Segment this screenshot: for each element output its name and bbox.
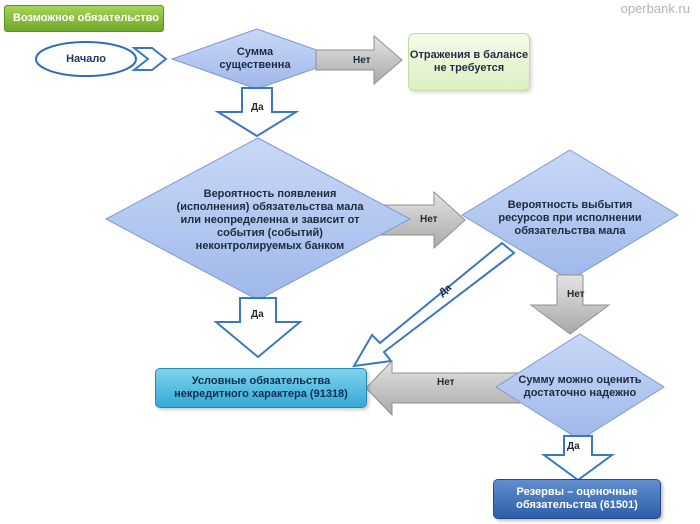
arrow-probability-yes — [213, 297, 303, 359]
contingent-liabilities-box: Условные обязательства некредитного хара… — [155, 368, 367, 408]
start-terminator — [35, 41, 137, 77]
label-yes-probability: Да — [251, 309, 264, 320]
diagram-title: Возможное обязательство — [4, 5, 164, 32]
reserves-box: Резервы – оценочные обязательства (61501… — [493, 479, 661, 519]
site-watermark: operbank.ru — [620, 1, 690, 16]
label-yes-material: Да — [251, 102, 264, 113]
arrow-outflow-no — [529, 274, 611, 335]
decision-material-text: Сумма существенна — [219, 46, 291, 71]
arrow-estimate-no — [365, 359, 521, 417]
label-no-estimate: Нет — [437, 377, 455, 388]
start-label: Начало — [66, 52, 106, 65]
arrow-outflow-yes — [352, 241, 516, 368]
decision-outflow-text: Вероятность выбытия ресурсов при исполне… — [498, 198, 642, 237]
arrow-no-reflection — [315, 34, 403, 86]
arrow-material-yes — [214, 87, 300, 138]
label-no-material: Нет — [353, 55, 371, 66]
decision-probability-text: Вероятность появления (исполнения) обяза… — [176, 187, 364, 252]
start-chevron-arrow — [131, 47, 168, 71]
label-yes-estimate: Да — [567, 441, 580, 452]
label-no-probability: Нет — [420, 214, 438, 225]
label-no-outflow: Нет — [567, 289, 585, 300]
decision-estimate-text: Сумму можно оценить достаточно надежно — [518, 374, 642, 399]
arrow-estimate-yes — [540, 435, 616, 482]
no-reflection-box: Отражения в балансе не требуется — [408, 33, 530, 91]
